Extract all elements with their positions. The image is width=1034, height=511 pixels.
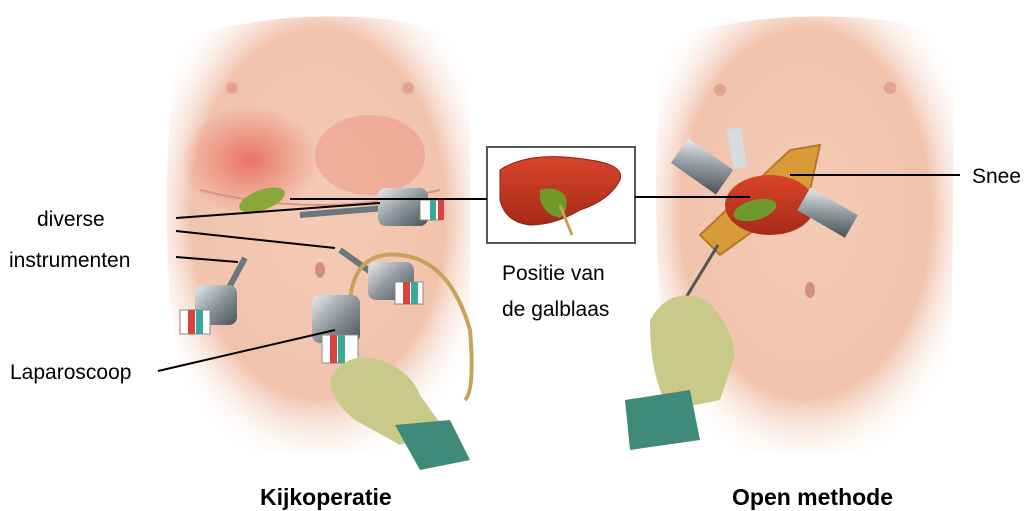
left-nipple [226, 82, 238, 94]
label-instruments-line1: diverse [37, 207, 105, 233]
navel [805, 282, 815, 298]
caption-left: Kijkoperatie [260, 484, 392, 511]
liver-inset [487, 147, 635, 243]
label-instruments-line2: instrumenten [9, 248, 130, 274]
caption-right: Open methode [732, 484, 893, 511]
left-torso [167, 16, 472, 470]
label-incision: Snee [972, 164, 1021, 190]
right-nipple [884, 82, 896, 94]
left-nipple [714, 84, 726, 96]
navel [315, 262, 325, 278]
label-gallbladder-line2: de galblaas [502, 297, 609, 323]
label-laparoscope: Laparoscoop [10, 360, 131, 386]
right-nipple [402, 82, 414, 94]
right-torso [625, 16, 955, 455]
label-gallbladder-line1: Positie van [502, 261, 605, 287]
